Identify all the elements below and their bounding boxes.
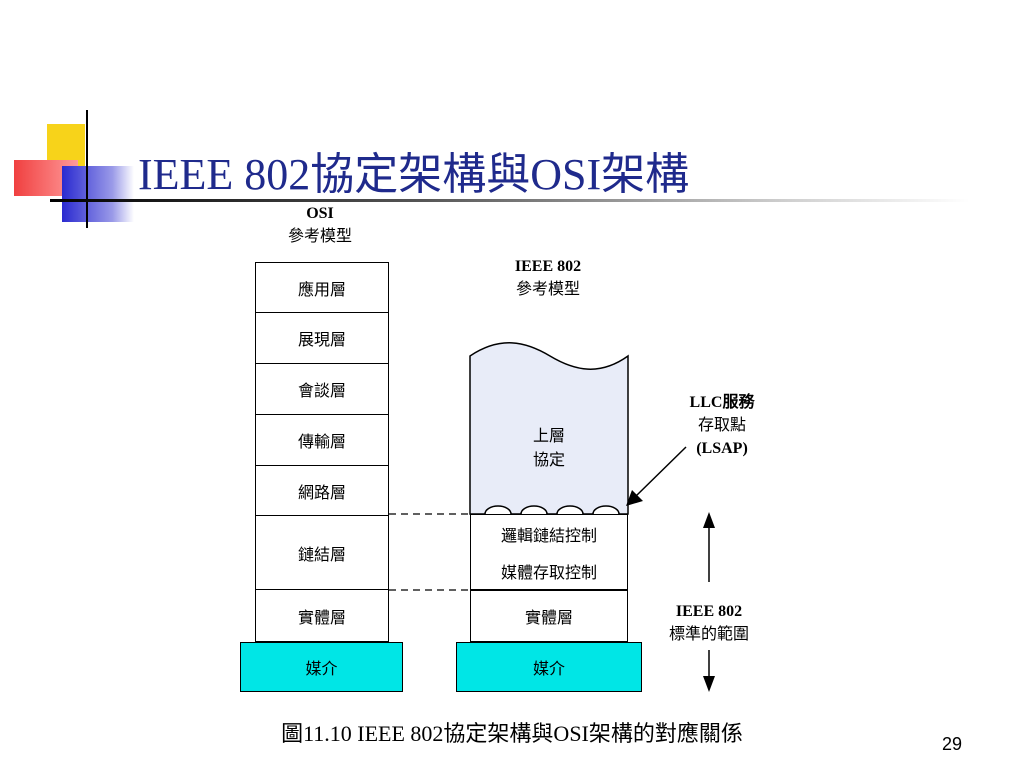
osi-layer-presentation: 展現層 [255,313,389,364]
scope-arrow-up-head [703,512,715,528]
deco-blue-square [62,166,134,222]
scope-arrow-down-head [703,676,715,692]
deco-yellow-square [47,124,85,166]
upper-protocol-shape [469,342,629,515]
osi-layer-transport: 傳輸層 [255,415,389,466]
osi-header-line2: 參考模型 [287,228,352,245]
osi-layer-physical: 實體層 [255,590,389,642]
figure-caption: 圖11.10 IEEE 802協定架構與OSI架構的對應關係 [281,721,743,746]
ieee-physical-label: 實體層 [524,610,573,627]
lsap-label-line1: LLC服務 [672,392,772,414]
deco-horizontal-line [50,199,970,202]
ieee-mac-box: 媒體存取控制 [470,552,628,590]
page-number: 29 [941,734,962,754]
osi-layer-network: 網路層 [255,466,389,516]
osi-media: 媒介 [240,642,403,692]
ieee-mac-label: 媒體存取控制 [500,564,597,582]
osi-header-line1: OSI [306,205,334,222]
osi-layer-application: 應用層 [255,262,389,313]
ieee-media: 媒介 [456,642,642,692]
osi-layer-datalink: 鏈結層 [255,516,389,590]
scope-label-line1: IEEE 802 [675,603,743,620]
lsap-arrow-head [626,490,643,506]
lsap-line1: LLC服務 [689,394,755,411]
osi-layer-session: 會談層 [255,364,389,415]
upper-protocol-line1: 上層 [532,428,565,445]
deco-vertical-line [86,110,88,228]
ieee-llc-label: 邏輯鏈結控制 [500,527,597,545]
upper-protocol-line2: 協定 [532,452,565,469]
lsap-arrow-line [635,446,687,497]
scope-label-line2: 標準的範圍 [668,626,749,643]
lsap-label-line2: 存取點 [697,417,746,434]
ieee-header-line2: 參考模型 [515,281,580,298]
ieee-physical-box: 實體層 [470,590,628,642]
ieee-llc-box: 邏輯鏈結控制 [470,514,628,552]
page-title: IEEE 802協定架構與OSI架構 [138,150,690,199]
ieee-header-line1: IEEE 802 [514,258,582,275]
lsap-label-line3: (LSAP) [696,440,748,457]
